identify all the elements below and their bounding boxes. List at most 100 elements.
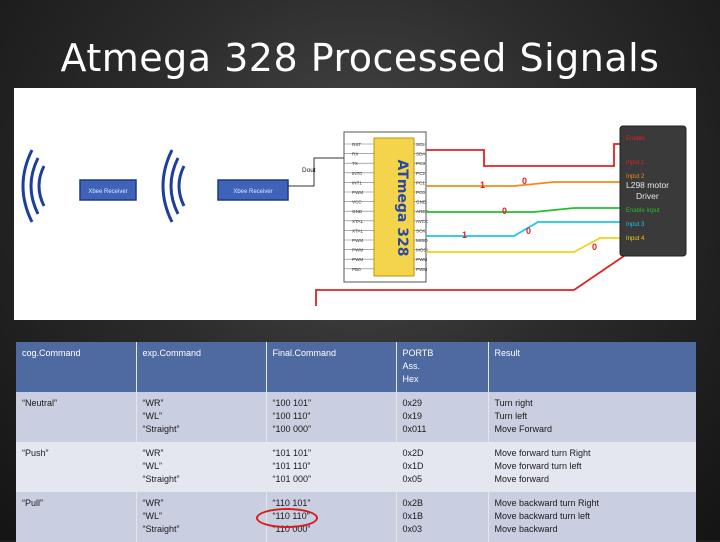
- xbee-receiver-1: [79, 179, 137, 201]
- chip-pin-label: INT1: [352, 180, 362, 185]
- cell-portb-hex: 0x29 0x19 0x011: [395, 392, 488, 442]
- chip-pin-label: PC0: [416, 190, 425, 195]
- chip-pin-label: PB0: [352, 267, 361, 272]
- highlight-circle: [256, 508, 318, 528]
- chip-right-pins: SCLSDAPC3PC2PC1PC0GNDAREFAVCCSCKMISOMOSI…: [414, 142, 429, 272]
- table-row: “Neutral”“WR”“WL”“Straight”“100 101”“100…: [16, 392, 696, 442]
- cell-exp-command: “WR”“WL”“Straight”: [135, 392, 266, 442]
- cell-final-command-line: “100 110”: [272, 411, 311, 421]
- chip-pin-label: PWM: [352, 248, 363, 253]
- chip-pin-label: RX: [352, 152, 358, 157]
- cell-final-command-line: “100 000”: [272, 424, 312, 434]
- xbee-receiver-2-label: Xbee Receiver: [233, 189, 272, 195]
- chip-pin-label: RST: [352, 142, 361, 147]
- cell-result-line: Move forward: [494, 474, 550, 484]
- cell-result-line: Turn left: [494, 411, 528, 421]
- cell-final-command-line: “101 110”: [272, 461, 311, 471]
- chip-pin-label: SCL: [416, 142, 425, 147]
- bit-label: 0: [502, 206, 507, 216]
- cell-result-line: Move backward: [494, 524, 558, 534]
- cell-exp-command: “WR” “WL” “Straight”: [135, 492, 266, 542]
- cell-exp-command-line: “WR”: [142, 448, 164, 458]
- red-feedback-wire: [315, 255, 625, 306]
- header-final-command: Final.Command: [265, 342, 396, 392]
- cell-exp-command-line: “WL”: [142, 461, 163, 471]
- header-result: Result: [487, 342, 696, 392]
- header-portb-line: Ass.: [402, 361, 421, 371]
- header-portb-line: PORTB: [402, 348, 434, 358]
- dout-label: Dout: [302, 167, 316, 174]
- xbee-receiver-1-label: Xbee Receiver: [88, 189, 127, 195]
- motor-input-label: Input 2: [626, 174, 645, 180]
- chip-pin-label: SCK: [416, 228, 426, 233]
- chip-pin-label: MISO: [416, 238, 428, 243]
- motor-input-label: Enable Input: [626, 208, 660, 214]
- cell-final-command-line: “101 101”: [272, 448, 312, 458]
- table-row: “Pull”“WR”“WL”“Straight”“110 101”“110 11…: [16, 492, 696, 542]
- chip-pin-label: PC1: [416, 180, 425, 185]
- circuit-svg: Xbee Receiver Xbee Receiver Dout ATmega …: [21, 125, 687, 306]
- cell-cog-command: “Neutral”: [16, 392, 136, 442]
- cell-final-command-line: “101 000”: [272, 474, 312, 484]
- motor-driver-title-line2: Driver: [636, 191, 659, 201]
- cell-result-line: Move backward turn left: [494, 511, 591, 521]
- cell-cog-command: “Pull”: [16, 492, 136, 542]
- chip-pin-label: XTAL: [352, 228, 364, 233]
- wireless-signal-icon-1: [21, 149, 46, 223]
- table-header-row: cog.Command exp.Command Final.Command PO…: [16, 342, 696, 392]
- cell-portb-hex-line: 0x1B: [402, 511, 424, 521]
- bit-label: 0: [526, 226, 531, 236]
- chip-pin-label: XTAL: [352, 219, 364, 224]
- cell-final-command: “101 101” “101 110” “101 000”: [265, 442, 396, 492]
- bit-label: 1: [480, 180, 485, 190]
- cell-exp-command-line: “Straight”: [142, 524, 180, 534]
- motor-driver-title-line1: L298 motor: [626, 180, 669, 190]
- bit-label: 0: [592, 242, 597, 252]
- header-cog-command: cog.Command: [16, 342, 136, 392]
- motor-input-label: Input 1: [626, 160, 645, 166]
- cell-final-command-line: “100 101”: [272, 398, 312, 408]
- cell-result-line: Turn right: [494, 398, 533, 408]
- command-table: cog.Command exp.Command Final.Command PO…: [16, 342, 696, 542]
- cell-exp-command-line: “WR”: [142, 498, 164, 508]
- cell-exp-command-line: “WR”: [142, 398, 164, 408]
- yellow-wire: [426, 237, 624, 253]
- wireless-signal-icon-2: [161, 149, 186, 223]
- cell-final-command-line: “110 101”: [272, 498, 311, 508]
- chip-pin-label: PWM: [416, 257, 427, 262]
- chip-pin-label: INT0: [352, 171, 362, 176]
- cell-portb-hex-line: 0x05: [402, 474, 423, 484]
- chip-pin-label: PWM: [416, 267, 427, 272]
- cell-exp-command-line: “WL”: [142, 511, 163, 521]
- chip-name: ATmega 328: [394, 160, 410, 257]
- chip-pin-label: PWM: [352, 190, 363, 195]
- chip-pin-label: AREF: [416, 209, 428, 214]
- chip-pin-label: PC2: [416, 171, 425, 176]
- cell-portb-hex-line: 0x011: [402, 424, 427, 434]
- bit-label: 0: [522, 176, 527, 186]
- motor-input-label: Enable: [626, 136, 645, 142]
- chip-pin-label: PWM: [352, 238, 363, 243]
- cell-final-command: “100 101” “100 110” “100 000”: [265, 392, 396, 442]
- chip-pin-label: VCC: [352, 200, 362, 205]
- chip-pin-label: AVCC: [416, 219, 429, 224]
- cell-result-line: Move Forward: [494, 424, 553, 434]
- table-row: “Push”“WR”“WL”“Straight”“101 101”“101 11…: [16, 442, 696, 492]
- atmega-chip: ATmega 328: [343, 131, 427, 283]
- cell-result-line: Move backward turn Right: [494, 498, 600, 508]
- l298-motor-driver: L298 motor Driver: [619, 125, 687, 257]
- chip-pin-label: TX: [352, 161, 358, 166]
- chip-pin-label: GND: [352, 209, 363, 214]
- cell-portb-hex-line: 0x19: [402, 411, 423, 421]
- circuit-diagram: Xbee Receiver Xbee Receiver Dout ATmega …: [14, 88, 696, 320]
- cell-portb-hex-line: 0x03: [402, 524, 423, 534]
- dout-wire: [288, 157, 344, 187]
- chip-left-pins: RSTRXTXINT0INT1PWMVCCGNDXTALXTALPWMPWMPW…: [344, 142, 374, 272]
- cell-portb-hex-line: 0x29: [402, 398, 423, 408]
- slide-title: Atmega 328 Processed Signals: [60, 36, 660, 80]
- cyan-wire: [426, 221, 624, 237]
